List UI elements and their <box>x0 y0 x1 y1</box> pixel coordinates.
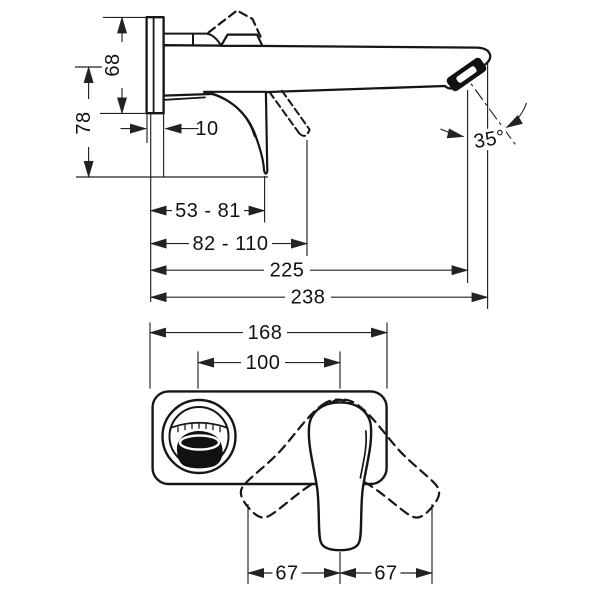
dim-label-plate-depth: 10 <box>195 118 218 140</box>
label-bg <box>243 322 287 344</box>
handle-front-inner-line <box>359 430 368 479</box>
dim-label-outlet-angle: 35° <box>472 126 507 153</box>
dim-label-plate-width: 168 <box>248 322 283 344</box>
label-bg <box>101 42 124 88</box>
side-dimensions: 68 78 10 53 - 81 82 - 110 225 238 <box>73 16 528 309</box>
lever-top-solid <box>219 33 264 47</box>
label-bg <box>73 99 95 147</box>
lever-bottom-inner-line <box>211 92 256 138</box>
dim-label-swing-left: 67 <box>275 562 298 584</box>
dim-label-spout-reach: 225 <box>270 260 305 282</box>
front-dimensions: 168 100 67 67 <box>149 322 433 584</box>
label-bg <box>272 562 302 584</box>
dim-label-outlet-to-handle: 100 <box>246 352 281 374</box>
lever-top-open-dashed <box>207 9 264 43</box>
angle-leader-left <box>440 128 465 139</box>
side-view: 68 78 10 53 - 81 82 - 110 225 238 <box>73 9 528 309</box>
spout-outline <box>162 44 492 97</box>
dim-label-lever-swing-reach: 82 - 110 <box>193 233 269 255</box>
label-bg <box>172 200 244 221</box>
dim-label-swing-right: 67 <box>374 562 397 584</box>
wall-plate-side <box>145 16 165 115</box>
dim-label-overall-depth: 238 <box>291 287 326 309</box>
angle-leader-right <box>505 102 528 128</box>
dim-label-plate-height: 68 <box>102 53 124 76</box>
angle-label-group: 35° <box>470 125 509 153</box>
label-bg <box>285 286 331 308</box>
label-bg <box>189 233 272 254</box>
dim-label-lever-reach: 53 - 81 <box>175 200 241 222</box>
dim-label-outlet-drop: 78 <box>73 111 95 134</box>
front-view: 168 100 67 67 <box>149 322 453 584</box>
lever-bottom-swung-dashed <box>268 89 311 137</box>
outlet-chord-line <box>170 421 228 429</box>
aerator-front-rim <box>178 434 221 451</box>
cartridge-housing <box>162 32 222 47</box>
label-bg <box>371 562 401 584</box>
aerator-axis-line <box>460 69 518 148</box>
aerator-slot <box>456 66 477 83</box>
spout-underside-line <box>164 96 206 101</box>
aerator <box>446 57 487 92</box>
outlet-tick-marks <box>177 422 221 433</box>
side-faucet-body <box>145 9 492 175</box>
front-faucet-body <box>151 387 453 552</box>
label-bg <box>241 352 285 374</box>
label-bg <box>264 259 310 281</box>
label-bg <box>470 125 509 153</box>
handle-front <box>307 401 373 552</box>
